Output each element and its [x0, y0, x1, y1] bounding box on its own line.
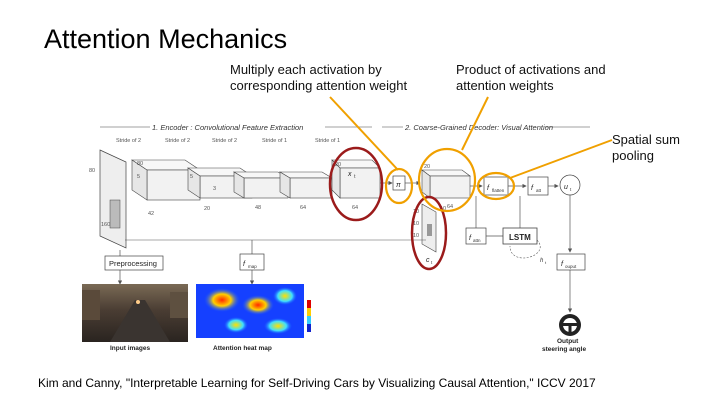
stride-label-1: Stride of 2 [116, 138, 141, 144]
highlight-flatten-circle [476, 171, 516, 201]
conv-block-xt [331, 159, 381, 199]
dim-3: 3 [213, 186, 216, 192]
annotation-multiply: Multiply each activation by correspondin… [230, 62, 408, 93]
encoder-title: 1. Encoder : Convolutional Feature Extra… [152, 123, 303, 132]
colorbar [307, 300, 311, 332]
f-att-sub: att [536, 188, 542, 193]
dim-80-b: 80 [137, 161, 143, 167]
dim-42: 42 [148, 211, 154, 217]
u-t-sub: t [570, 187, 572, 192]
annotation-spatial-sum: Spatial sum pooling [612, 132, 680, 163]
f-flatten-label: f [487, 185, 490, 192]
f-map-label: f [243, 261, 246, 268]
callout-spatial-sum [509, 139, 613, 179]
decoder-title: 2. Coarse-Grained Decoder: Visual Attent… [404, 123, 553, 132]
u-t-node [559, 174, 581, 196]
lstm-label: LSTM [509, 233, 531, 242]
citation: Kim and Canny, "Interpretable Learning f… [38, 376, 596, 390]
attention-heatmap [196, 284, 304, 338]
stride-label-2: Stride of 2 [165, 138, 190, 144]
attention-kernel [427, 224, 432, 236]
input-kernel [109, 199, 121, 229]
f-flatten-sub: flatten [492, 188, 505, 193]
stride-label-5: Stride of 1 [315, 138, 340, 144]
input-layer-slab [99, 149, 127, 249]
input-images-label: Input images [110, 345, 150, 352]
conv-block-3 [232, 171, 290, 199]
dim-20-d: 10 [440, 206, 446, 212]
steering-wheel-icon [559, 314, 581, 336]
stride-label-3: Stride of 2 [212, 138, 237, 144]
callout-multiply [329, 96, 399, 171]
f-attn-sub: attn [473, 238, 481, 243]
dim-10-b: 10 [413, 221, 419, 227]
dim-64-b: 64 [352, 205, 358, 211]
h-t-sub: t [545, 260, 547, 265]
input-images-photo [82, 284, 188, 342]
heatmap-label: Attention heat map [213, 345, 272, 352]
preprocessing-label: Preprocessing [109, 259, 157, 268]
dim-20: 20 [204, 206, 210, 212]
output-title: Output [557, 338, 579, 345]
dim-80: 80 [89, 168, 95, 174]
output-subtitle: steering angle [542, 346, 586, 353]
f-ouput-sub: ouput [565, 264, 577, 269]
f-att-label: f [531, 185, 534, 192]
dim-48: 48 [255, 205, 261, 211]
annotation-product: Product of activations and attention wei… [456, 62, 606, 93]
dim-5-b: 5 [190, 174, 193, 180]
page-title: Attention Mechanics [44, 24, 288, 54]
c-t-label: c [426, 257, 430, 264]
product-block [421, 169, 471, 199]
f-attn-label: f [469, 235, 472, 242]
stride-label-4: Stride of 1 [262, 138, 287, 144]
lstm-recurrent-loop [509, 239, 541, 259]
f-ouput-box [556, 253, 586, 271]
dim-64: 64 [300, 205, 306, 211]
highlight-product-circle [417, 147, 477, 213]
pi-label: π [396, 182, 401, 189]
preprocessing-box [104, 255, 164, 271]
dim-160: 160 [101, 222, 110, 228]
dim-10-c: 10 [413, 233, 419, 239]
conv-block-4 [278, 171, 334, 199]
x-t-sub: t [354, 174, 356, 180]
dim-64-c: 64 [447, 204, 453, 210]
h-t-label: h [540, 258, 544, 264]
dim-5: 5 [137, 174, 140, 180]
x-t-label: x [347, 171, 352, 178]
callout-product [461, 96, 489, 151]
highlight-pi-circle [384, 167, 414, 205]
highlight-xt-circle [328, 146, 384, 222]
f-map-sub: map [248, 264, 257, 269]
highlight-ct-circle [410, 195, 448, 271]
f-ouput-label: f [561, 261, 564, 268]
u-t-label: u [564, 184, 568, 191]
dim-20-b: 20 [335, 162, 341, 168]
dim-20-c: 20 [424, 164, 430, 170]
c-t-sub: t [431, 260, 433, 265]
